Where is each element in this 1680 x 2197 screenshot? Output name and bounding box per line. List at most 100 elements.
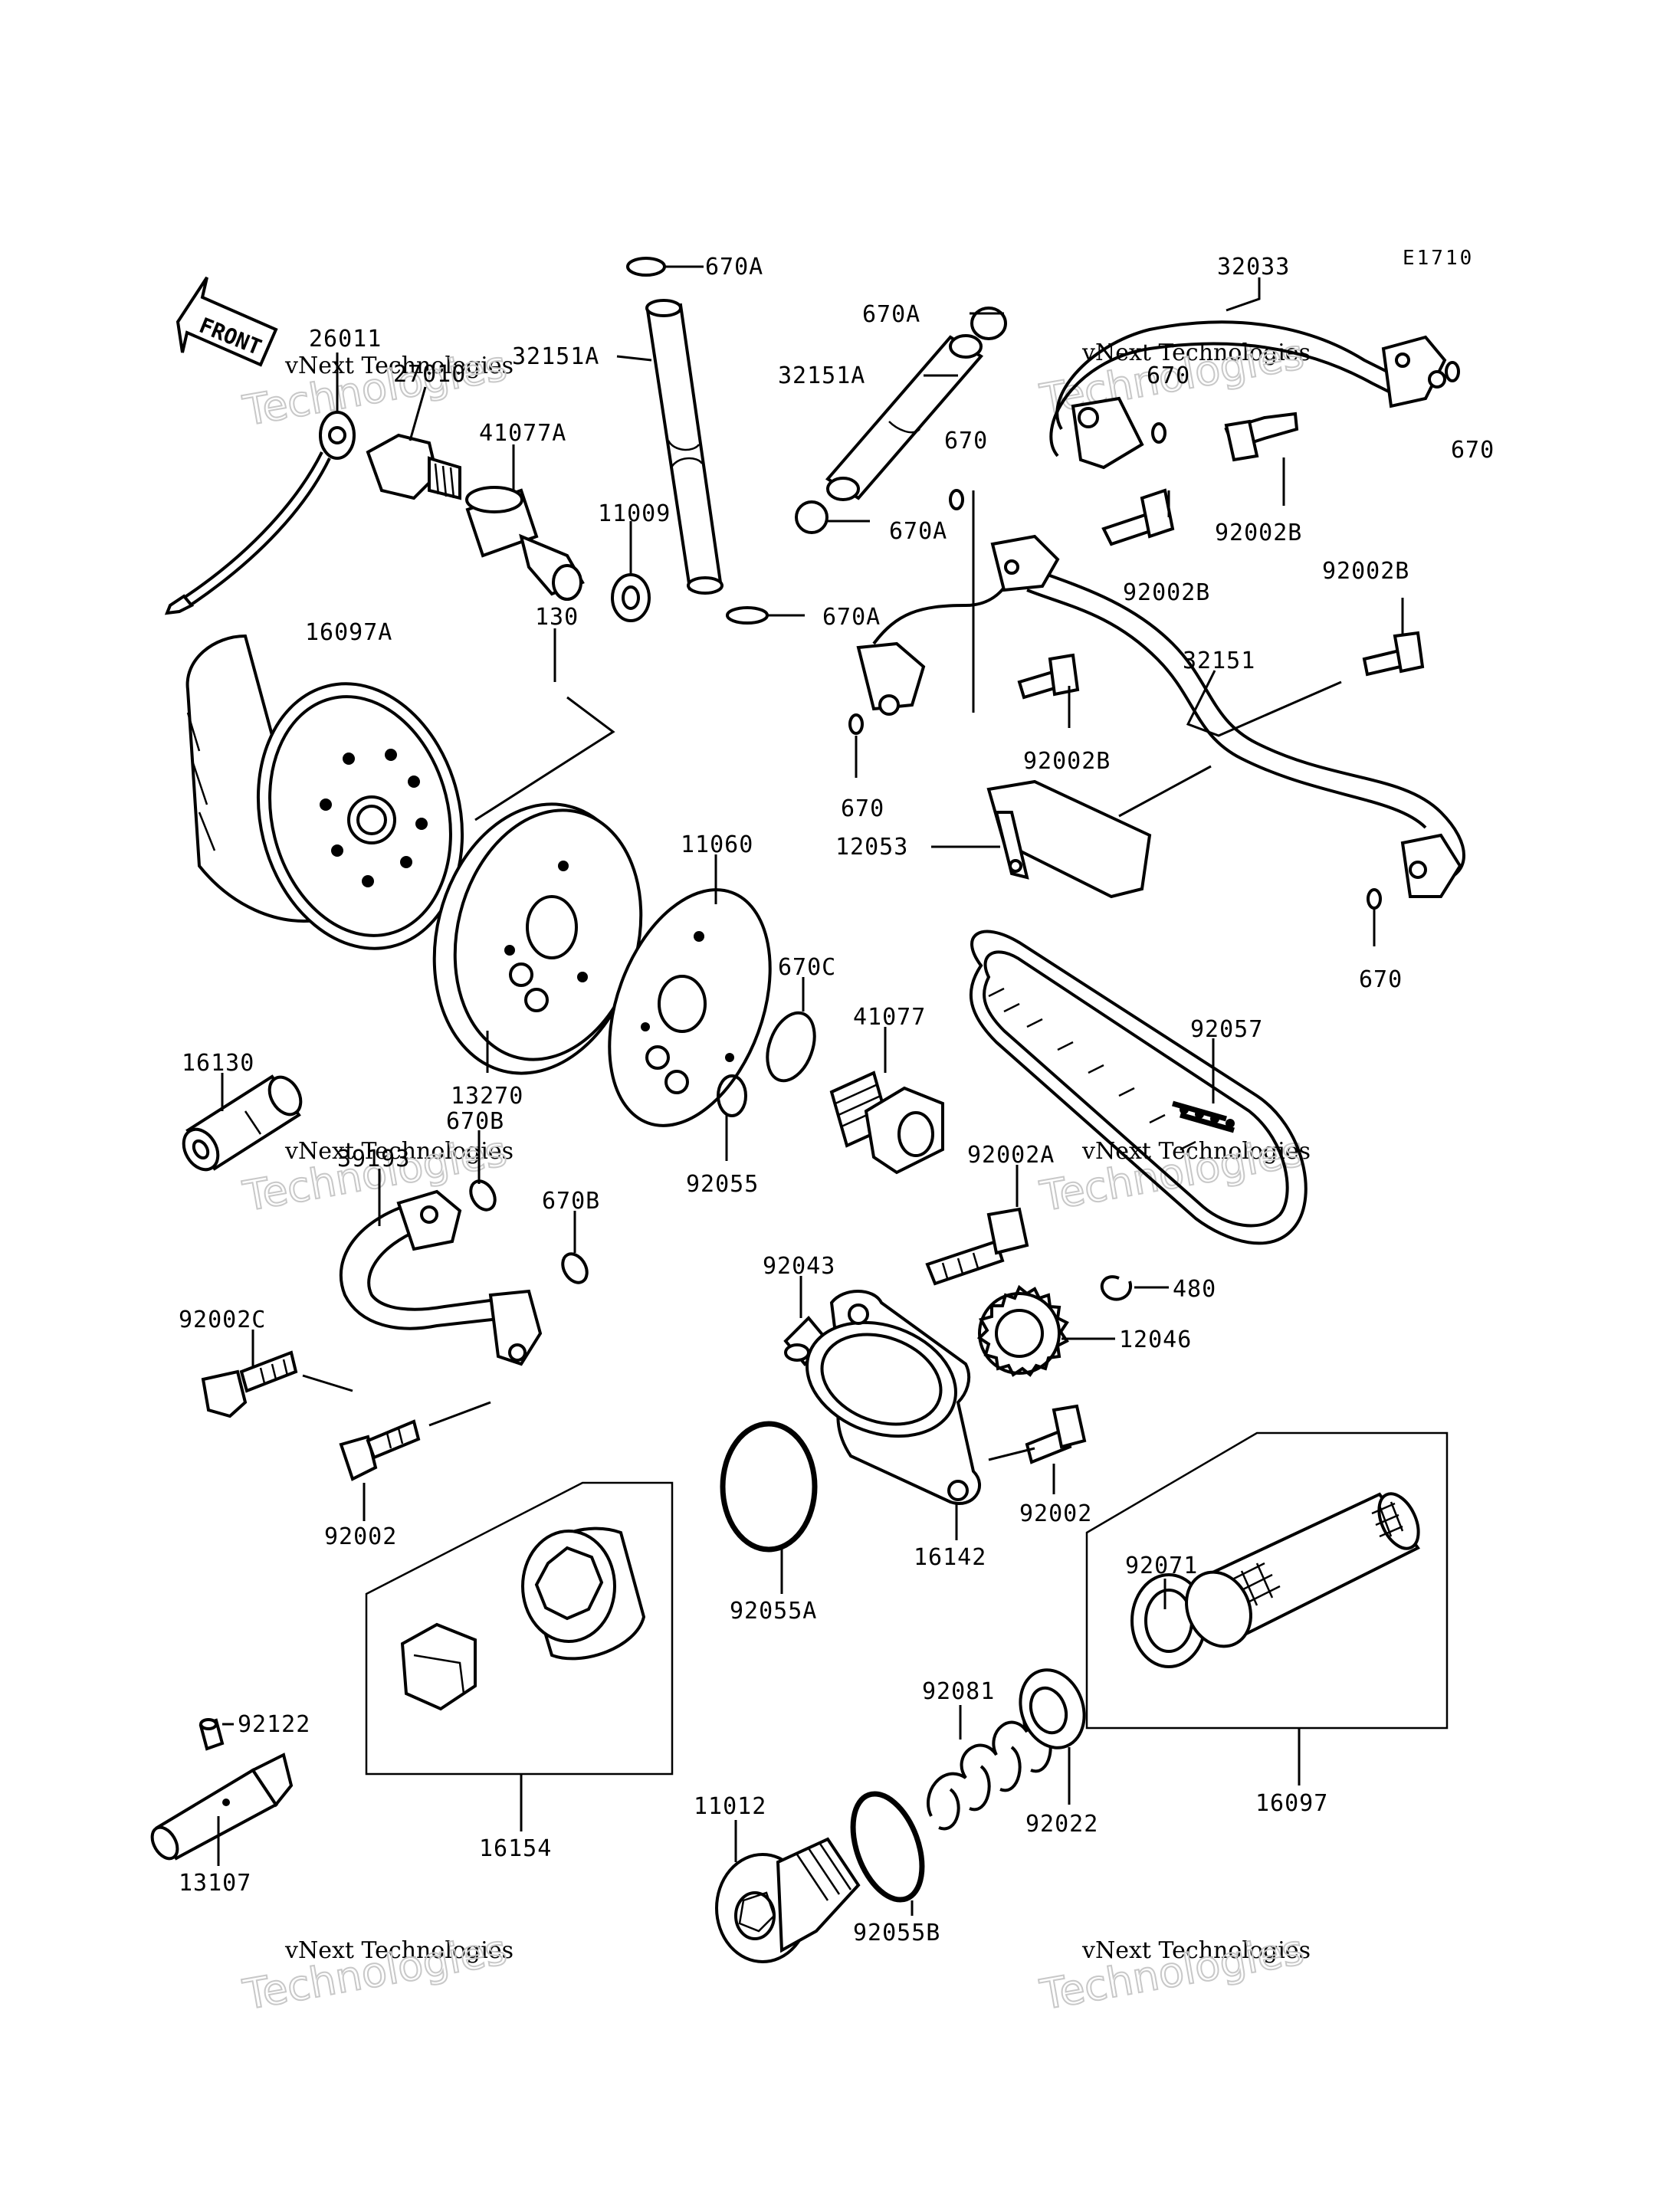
label-26011: 26011: [309, 326, 382, 353]
label-670A-top: 670A: [705, 254, 763, 280]
watermark-mid-right: vNext Technologies Technologies: [1035, 1126, 1311, 1221]
label-670A-lower: 670A: [822, 604, 881, 631]
label-32151: 32151: [1183, 648, 1255, 674]
label-12046: 12046: [1119, 1326, 1192, 1353]
part-670A-right-lower: [795, 500, 829, 534]
label-16142: 16142: [914, 1544, 986, 1571]
part-13270: [432, 802, 643, 1075]
label-16154: 16154: [479, 1835, 552, 1862]
label-92002-right: 92002: [1019, 1500, 1092, 1527]
label-27010: 27010: [393, 361, 466, 388]
front-arrow-icon: FRONT: [176, 276, 278, 367]
part-16130: [182, 1074, 303, 1172]
part-670-3: [1445, 361, 1460, 382]
watermark-line1: vNext Technologies: [284, 1138, 514, 1165]
part-92055B: [850, 1791, 925, 1903]
label-480: 480: [1173, 1276, 1216, 1303]
part-92002B-low: [1017, 653, 1080, 700]
label-92002B-low: 92002B: [1023, 748, 1111, 775]
part-32151A-left: [645, 299, 724, 595]
part-41077A: [465, 486, 585, 601]
label-11009: 11009: [598, 500, 671, 527]
leader-lines: [217, 265, 1404, 1916]
label-92002A: 92002A: [967, 1142, 1055, 1169]
part-670-5: [1367, 888, 1382, 910]
part-92002B-top: [1224, 412, 1299, 462]
part-92002B-mid: [1101, 488, 1175, 546]
part-11009: [611, 573, 651, 622]
part-480: [1100, 1275, 1133, 1301]
label-16130: 16130: [182, 1050, 254, 1077]
label-16097A: 16097A: [305, 619, 392, 646]
part-11012: [715, 1837, 861, 1963]
label-670-top-right: 670: [1147, 362, 1190, 389]
label-92055A: 92055A: [730, 1598, 817, 1625]
label-92057: 92057: [1190, 1016, 1263, 1043]
part-92002C: [201, 1350, 298, 1418]
label-92055: 92055: [686, 1171, 759, 1198]
part-92055: [717, 1074, 747, 1117]
part-670-1: [949, 489, 964, 510]
label-12053: 12053: [835, 834, 908, 861]
label-32033: 32033: [1217, 254, 1290, 280]
label-670-mid: 670: [944, 428, 988, 454]
label-92002B-mid: 92002B: [1123, 579, 1210, 606]
part-92002A: [925, 1207, 1029, 1286]
part-16142: [806, 1290, 982, 1505]
part-92002-left: [339, 1419, 421, 1481]
watermark-top-left: vNext Technologies Technologies: [238, 341, 514, 436]
label-92002B-right: 92002B: [1322, 558, 1409, 585]
part-670-2: [1151, 422, 1166, 444]
part-16097A: [185, 634, 464, 950]
part-12046: [976, 1284, 1069, 1377]
part-92002B-right: [1362, 631, 1425, 677]
part-32151: [856, 534, 1465, 898]
part-92002-right: [1025, 1404, 1087, 1464]
watermark-line1: vNext Technologies: [284, 353, 514, 379]
part-group-16154: [365, 1481, 674, 1776]
part-92057: [969, 930, 1308, 1245]
label-32151A-right: 32151A: [778, 362, 865, 389]
part-670A-right: [970, 307, 1007, 340]
label-11012: 11012: [694, 1793, 766, 1820]
label-41077: 41077: [853, 1004, 926, 1031]
label-130: 130: [535, 604, 579, 631]
part-92122: [199, 1718, 225, 1751]
label-92043: 92043: [763, 1253, 835, 1280]
label-13107: 13107: [179, 1870, 251, 1897]
part-32033: [1049, 320, 1447, 470]
part-670B-2: [561, 1252, 589, 1284]
part-13107: [150, 1753, 294, 1861]
label-670A-right: 670A: [862, 301, 920, 328]
label-670B-2: 670B: [542, 1188, 600, 1215]
watermark-line1: vNext Technologies: [284, 1937, 514, 1964]
label-39193: 39193: [337, 1146, 410, 1172]
part-32151A-right: [825, 334, 984, 501]
label-670-far-right: 670: [1451, 437, 1495, 464]
part-labels: 670A 670A 32033 26011 27010 32151A 32151…: [179, 254, 1495, 1946]
watermark-bottom-left: vNext Technologies Technologies: [238, 1925, 514, 2020]
part-27010: [366, 433, 461, 500]
label-92055B: 92055B: [853, 1920, 940, 1946]
part-39193: [340, 1189, 543, 1366]
part-92055A: [720, 1421, 818, 1553]
part-41077: [829, 1071, 944, 1175]
part-670C: [766, 1011, 816, 1083]
watermark-bottom-right: vNext Technologies Technologies: [1035, 1925, 1311, 2020]
label-41077A: 41077A: [479, 420, 566, 447]
label-92002-left: 92002: [324, 1523, 397, 1550]
label-16097: 16097: [1255, 1790, 1328, 1817]
part-group-16097: [1085, 1431, 1449, 1730]
label-670A-lower-right: 670A: [889, 518, 947, 545]
part-12053: [986, 779, 1152, 899]
diagram-code: E1710: [1403, 247, 1474, 270]
label-670C: 670C: [778, 954, 836, 981]
part-92022: [1019, 1668, 1086, 1749]
label-92002C: 92002C: [179, 1307, 266, 1333]
label-92081: 92081: [922, 1678, 995, 1705]
label-92002B-top: 92002B: [1215, 520, 1302, 546]
label-92022: 92022: [1025, 1811, 1098, 1838]
label-92122: 92122: [238, 1711, 310, 1738]
watermark-line1: vNext Technologies: [1081, 1937, 1311, 1964]
